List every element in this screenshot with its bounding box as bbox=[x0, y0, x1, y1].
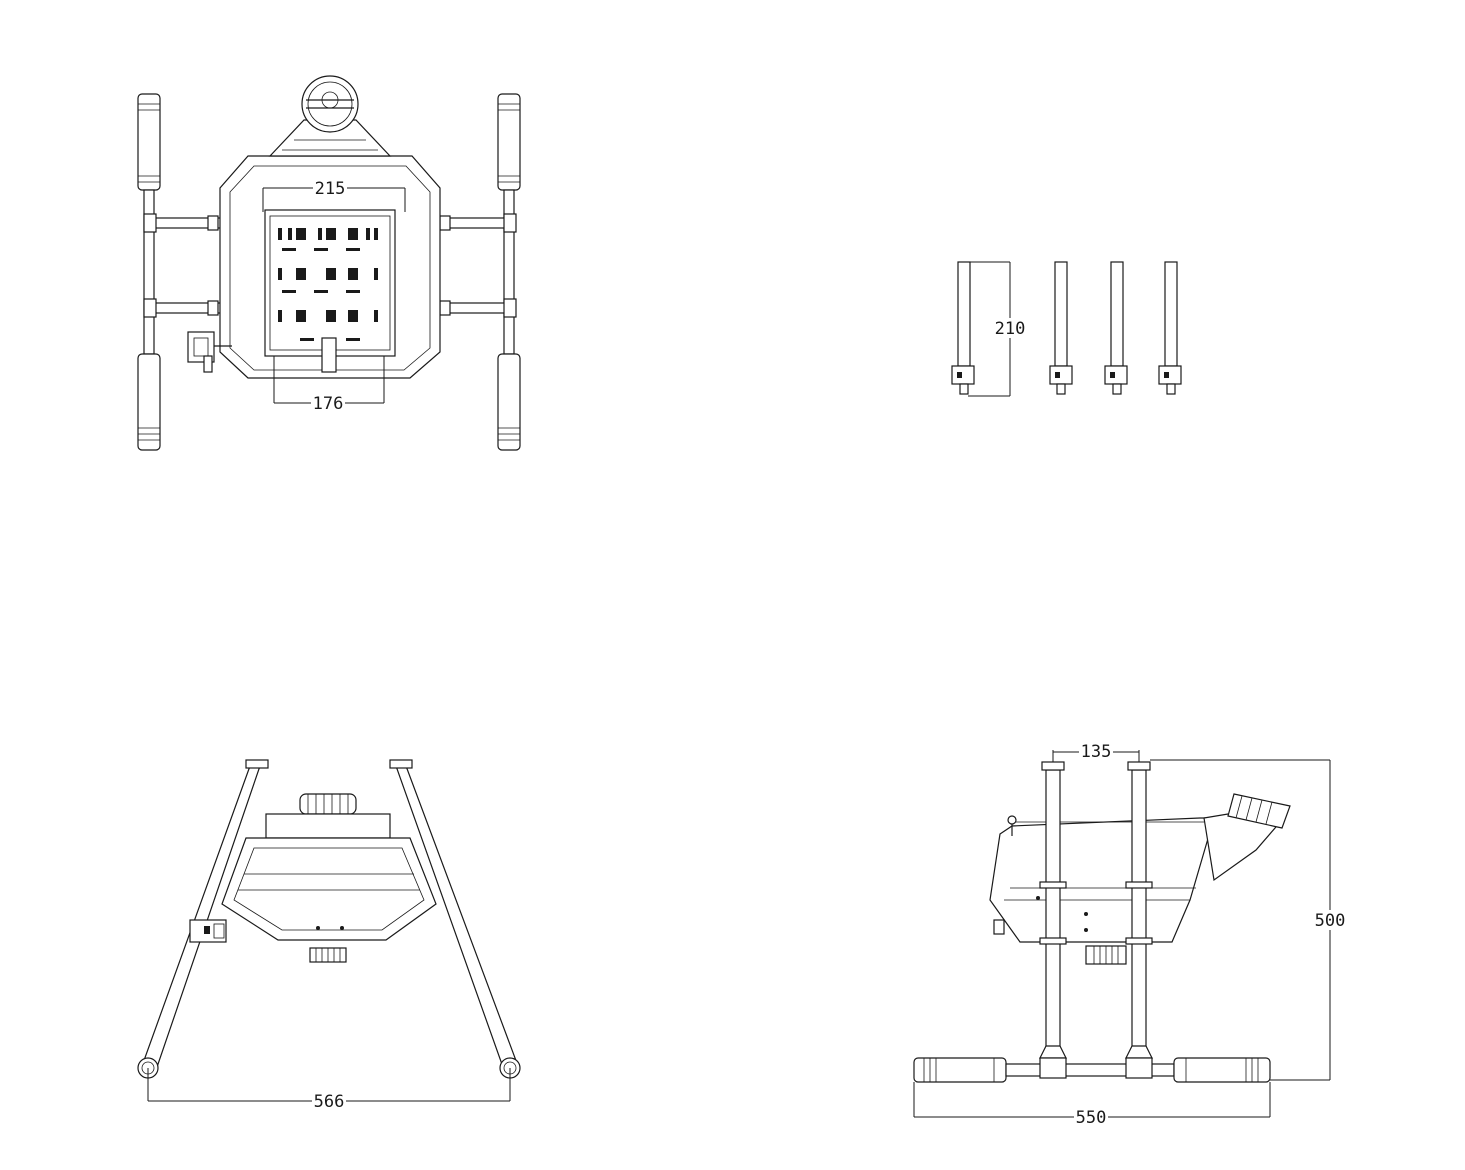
dim-176: 176 bbox=[273, 356, 385, 414]
nozzle-4 bbox=[1158, 261, 1182, 395]
nozzle-2 bbox=[1049, 261, 1073, 395]
front-pump bbox=[189, 919, 227, 943]
nozzle-1 bbox=[951, 261, 975, 395]
dim-label-215: 215 bbox=[315, 179, 346, 199]
front-tank bbox=[221, 813, 437, 963]
side-skid bbox=[913, 1057, 1271, 1083]
dim-135: 135 bbox=[1052, 741, 1140, 762]
nozzle-view: 210 bbox=[951, 261, 1182, 397]
top-view: 215 176 bbox=[137, 75, 521, 451]
front-cap bbox=[299, 793, 357, 815]
dim-215: 215 bbox=[262, 178, 406, 212]
dim-566: 566 bbox=[147, 1068, 511, 1112]
right-skid bbox=[497, 93, 521, 451]
side-view: 135 500 550 bbox=[913, 741, 1347, 1128]
left-skid bbox=[137, 93, 161, 451]
side-tubes bbox=[1039, 761, 1153, 1059]
pump bbox=[187, 331, 232, 373]
dim-label-176: 176 bbox=[313, 394, 344, 414]
tank-body bbox=[219, 75, 441, 379]
dim-label-566: 566 bbox=[314, 1092, 345, 1112]
dim-550: 550 bbox=[913, 1082, 1271, 1128]
dim-label-135: 135 bbox=[1081, 742, 1112, 762]
front-view: 566 bbox=[137, 759, 521, 1112]
dim-label-210: 210 bbox=[995, 319, 1026, 339]
dim-500: 500 bbox=[1150, 759, 1347, 1081]
nozzle-3 bbox=[1104, 261, 1128, 395]
side-pump bbox=[1085, 945, 1127, 965]
vent-slots bbox=[278, 228, 378, 341]
dim-210: 210 bbox=[958, 261, 1026, 397]
right-leg bbox=[389, 759, 521, 1079]
dim-label-550: 550 bbox=[1076, 1108, 1107, 1128]
dim-label-500: 500 bbox=[1315, 911, 1346, 931]
tank-outlet bbox=[321, 337, 337, 373]
